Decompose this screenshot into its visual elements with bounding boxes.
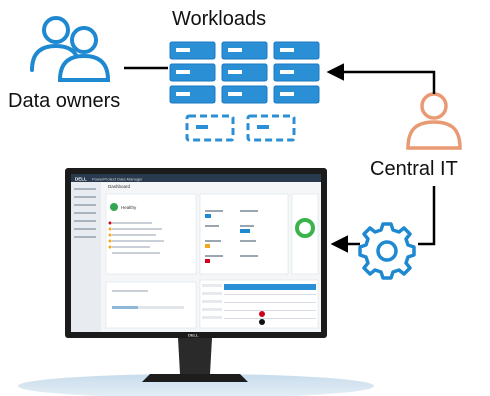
data-owners-label: Data owners <box>8 90 121 112</box>
monitor-health-label: Healthy <box>121 205 137 210</box>
central-to-gear-line <box>418 186 436 246</box>
monitor-page-title: Dashboard <box>108 184 131 189</box>
monitor-icon: DELL PowerProtect Data Manager Dashboard… <box>65 168 327 382</box>
person-icon <box>406 92 462 150</box>
users-icon <box>30 16 111 82</box>
central-it-label: Central IT <box>370 158 458 180</box>
workloads-label: Workloads <box>172 8 267 30</box>
monitor-stand-logo: DELL <box>188 333 199 338</box>
monitor-brand: DELL <box>75 177 87 182</box>
server-rack-icon <box>169 41 320 104</box>
virtual-machine-icon <box>185 114 296 142</box>
gear-icon <box>358 222 416 280</box>
monitor-app-title: PowerProtect Data Manager <box>92 177 143 182</box>
central-to-workloads-arrow <box>326 63 436 94</box>
